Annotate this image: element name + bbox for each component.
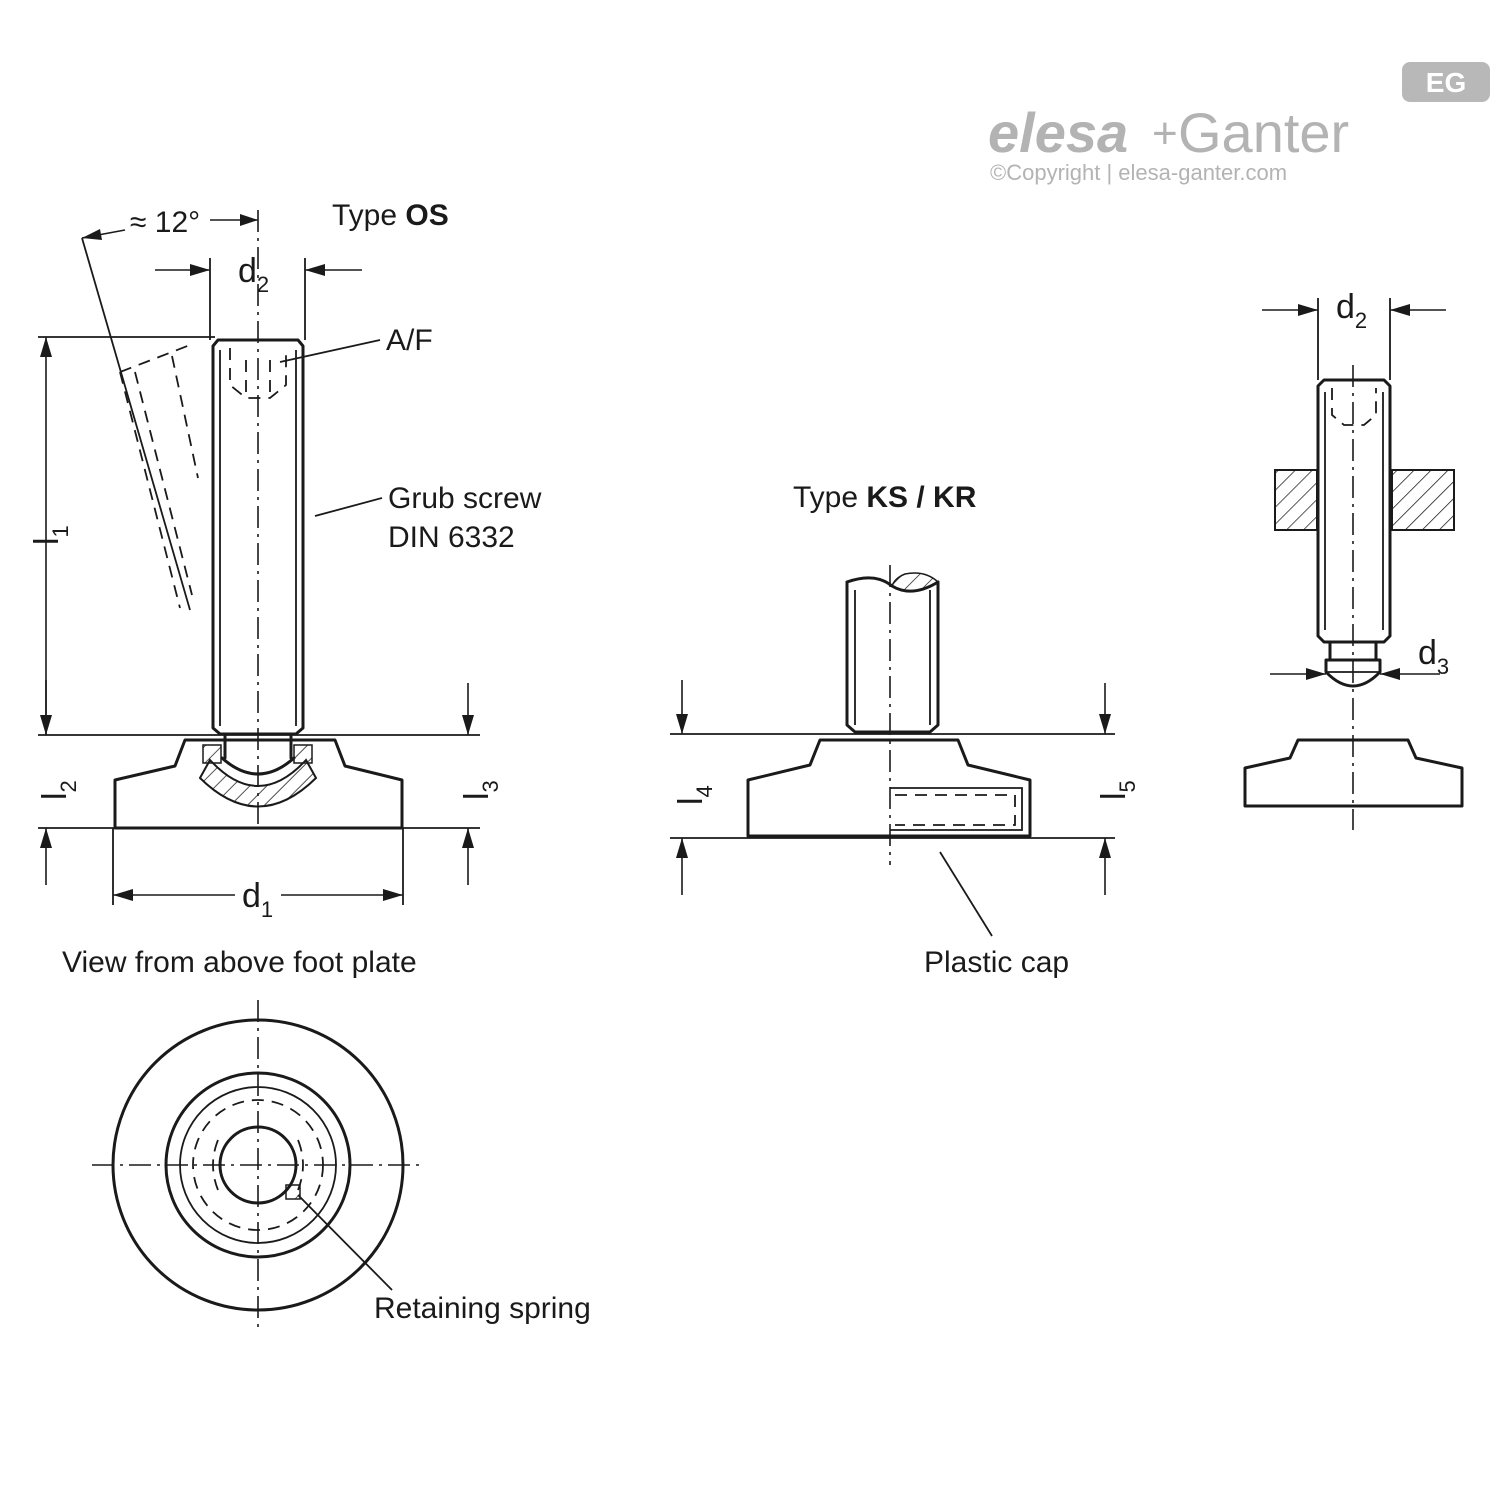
l1-label: l1 — [28, 525, 73, 545]
l2-arrow-bottom — [40, 828, 52, 848]
brand-plus: + — [1152, 109, 1178, 158]
ks-shaft — [845, 580, 940, 734]
side-detail-view: d2 d3 — [1243, 288, 1464, 830]
spring-section-left — [202, 744, 222, 764]
detail-screw-body — [1316, 378, 1392, 644]
af-label: A/F — [386, 324, 433, 357]
top-view-socket-circle — [179, 1086, 337, 1244]
l3-arrow-bottom — [462, 828, 474, 848]
d2-label-os: d2 — [238, 252, 269, 297]
spring-hidden-left — [212, 1139, 219, 1191]
detail-d3-arrow-right — [1380, 668, 1400, 680]
d2-arrow-left — [190, 264, 210, 276]
brand-badge-text: EG — [1426, 67, 1466, 98]
angle-arrow-left — [82, 229, 102, 240]
ks-shaft-break-hatch — [891, 572, 940, 592]
type-os-label: Type OS — [332, 199, 449, 232]
d2-arrow-right — [305, 264, 325, 276]
af-leader — [279, 339, 381, 363]
l4-label: l4 — [672, 785, 717, 805]
detail-d3-arrow-left — [1306, 668, 1326, 680]
angle-arrow-right — [240, 214, 258, 226]
type-os-view: Type OS ≈ 12° — [28, 199, 542, 922]
top-view-spring-circle — [192, 1099, 324, 1231]
brand-name-elesa: elesa — [988, 101, 1128, 164]
spring-end — [285, 1184, 301, 1200]
plastic-cap-inner — [895, 794, 1016, 826]
spring-section-right — [293, 744, 313, 764]
plastic-cap-label: Plastic cap — [924, 946, 1069, 979]
tilt-axis-line — [81, 237, 191, 611]
detail-d3-label: d3 — [1418, 634, 1449, 679]
grub-label-line1: Grub screw — [388, 482, 542, 515]
brand-copyright: ©Copyright | elesa-ganter.com — [990, 160, 1287, 185]
spring-leader — [297, 1194, 393, 1291]
type-ks-kr-view: Type KS / KR l4 l5 Plastic cap — [670, 481, 1140, 979]
ball-neck — [223, 732, 293, 760]
l5-arrow-top — [1099, 714, 1111, 734]
l3-label: l3 — [458, 780, 503, 800]
tilt-ghost-top — [119, 344, 191, 373]
d1-label: d1 — [242, 877, 273, 922]
mount-plate-left — [1274, 469, 1318, 531]
top-view-outer-circle — [111, 1018, 405, 1312]
tilt-ghost-left — [119, 371, 181, 609]
tilt-ghost-right — [171, 355, 199, 479]
l5-arrow-bottom — [1099, 838, 1111, 858]
tilt-ghost-left2 — [134, 371, 193, 596]
l3-arrow-top — [462, 715, 474, 735]
l4-arrow-bottom — [676, 838, 688, 858]
angle-label: ≈ 12° — [130, 206, 200, 239]
l5-label: l5 — [1095, 780, 1140, 800]
brand-logo: EG elesa + Ganter ©Copyright | elesa-gan… — [988, 62, 1490, 185]
top-view-boss-circle — [164, 1071, 352, 1259]
grub-screw-body — [211, 338, 305, 736]
d1-arrow-right — [383, 889, 403, 901]
top-view: View from above foot plate Retaining spr… — [62, 946, 591, 1330]
type-ks-kr-label: Type KS / KR — [793, 481, 977, 514]
detail-hex-hidden — [1331, 388, 1377, 426]
detail-d2-arrow-left — [1298, 304, 1318, 316]
plastic-cap-outline — [890, 787, 1023, 831]
foot-plate — [113, 738, 404, 830]
grub-label-line2: DIN 6332 — [388, 521, 515, 554]
detail-d2-label: d2 — [1336, 288, 1367, 333]
plastic-cap-leader — [939, 851, 993, 937]
l4-arrow-top — [676, 714, 688, 734]
mount-plate-right — [1391, 469, 1455, 531]
d1-label-bg — [235, 880, 281, 914]
ball-top — [220, 756, 296, 776]
top-view-title: View from above foot plate — [62, 946, 417, 979]
d1-arrow-left — [113, 889, 133, 901]
top-view-ball-circle — [218, 1125, 298, 1205]
detail-foot-plate — [1243, 738, 1464, 808]
hex-socket-hidden — [229, 348, 287, 399]
ball-socket-section — [198, 758, 318, 808]
detail-d2-arrow-right — [1390, 304, 1410, 316]
brand-badge — [1402, 62, 1490, 102]
grub-leader — [314, 497, 383, 517]
brand-name-ganter: Ganter — [1178, 101, 1349, 164]
detail-ball-neck — [1328, 640, 1378, 662]
ks-foot-plate — [746, 738, 1032, 838]
l1-arrow-top — [40, 337, 52, 357]
l2-label: l2 — [36, 780, 81, 800]
spring-label: Retaining spring — [374, 1292, 591, 1325]
